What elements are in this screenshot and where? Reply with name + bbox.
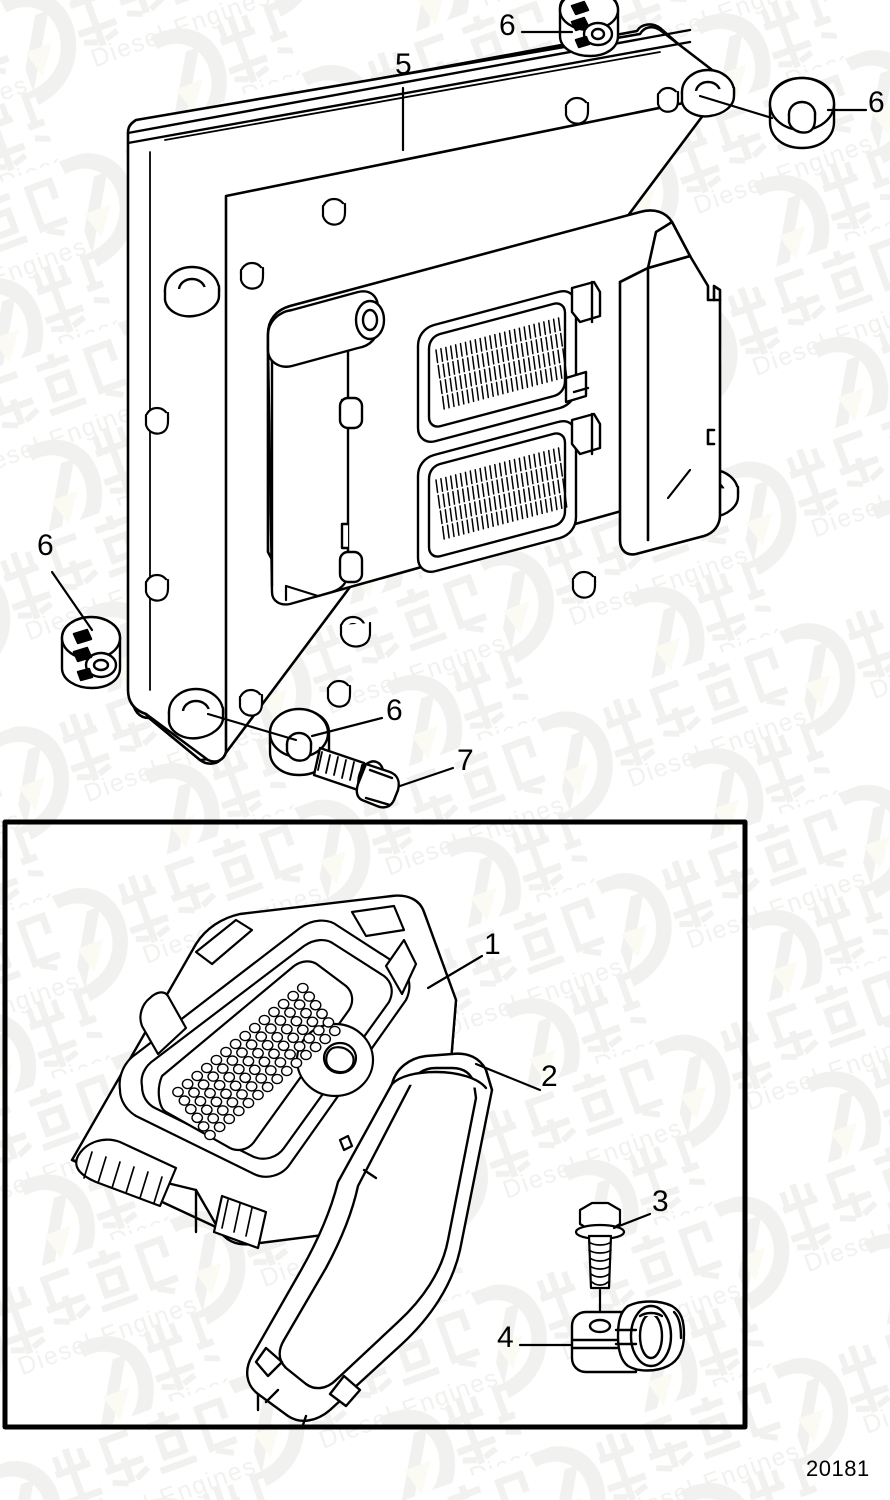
catalog-number: 20181	[806, 1456, 870, 1481]
callout-label-6-top: 6	[499, 9, 516, 42]
callout-label-6-top-right: 6	[868, 86, 885, 119]
callout-label-1: 1	[484, 928, 501, 961]
callout-label-2: 2	[541, 1060, 558, 1093]
grommet-top	[558, 0, 620, 58]
callout-label-6-bottom: 6	[386, 694, 403, 727]
plate-mounting-bosses	[163, 68, 740, 740]
cable-clamp-bracket	[570, 1300, 686, 1374]
connector-cover-boot	[246, 1052, 494, 1430]
ecu-left-bracket	[266, 306, 364, 606]
callout-label-5: 5	[395, 48, 412, 81]
ecu-latch-tabs	[564, 280, 602, 456]
ecu-connector-pins-lower	[435, 447, 568, 540]
grommet-washer-top-right	[768, 76, 836, 150]
grommet-left	[60, 615, 122, 690]
inset-panel-border	[2, 819, 748, 1430]
callout-label-6-left: 6	[37, 529, 54, 562]
callout-label-3: 3	[652, 1185, 669, 1218]
connector-pin-dots	[172, 982, 341, 1141]
grommet-washer-bottom	[268, 707, 331, 777]
callout-leaders	[50, 30, 868, 1347]
flange-bolt-small	[574, 1201, 626, 1320]
callout-label-4: 4	[497, 1321, 514, 1354]
callout-label-7: 7	[457, 744, 474, 777]
flange-bolt-large	[312, 746, 400, 809]
ecu-right-block	[618, 220, 722, 556]
ecu-connector-pins-upper	[435, 317, 568, 410]
ecu-boss-upper	[266, 290, 386, 368]
